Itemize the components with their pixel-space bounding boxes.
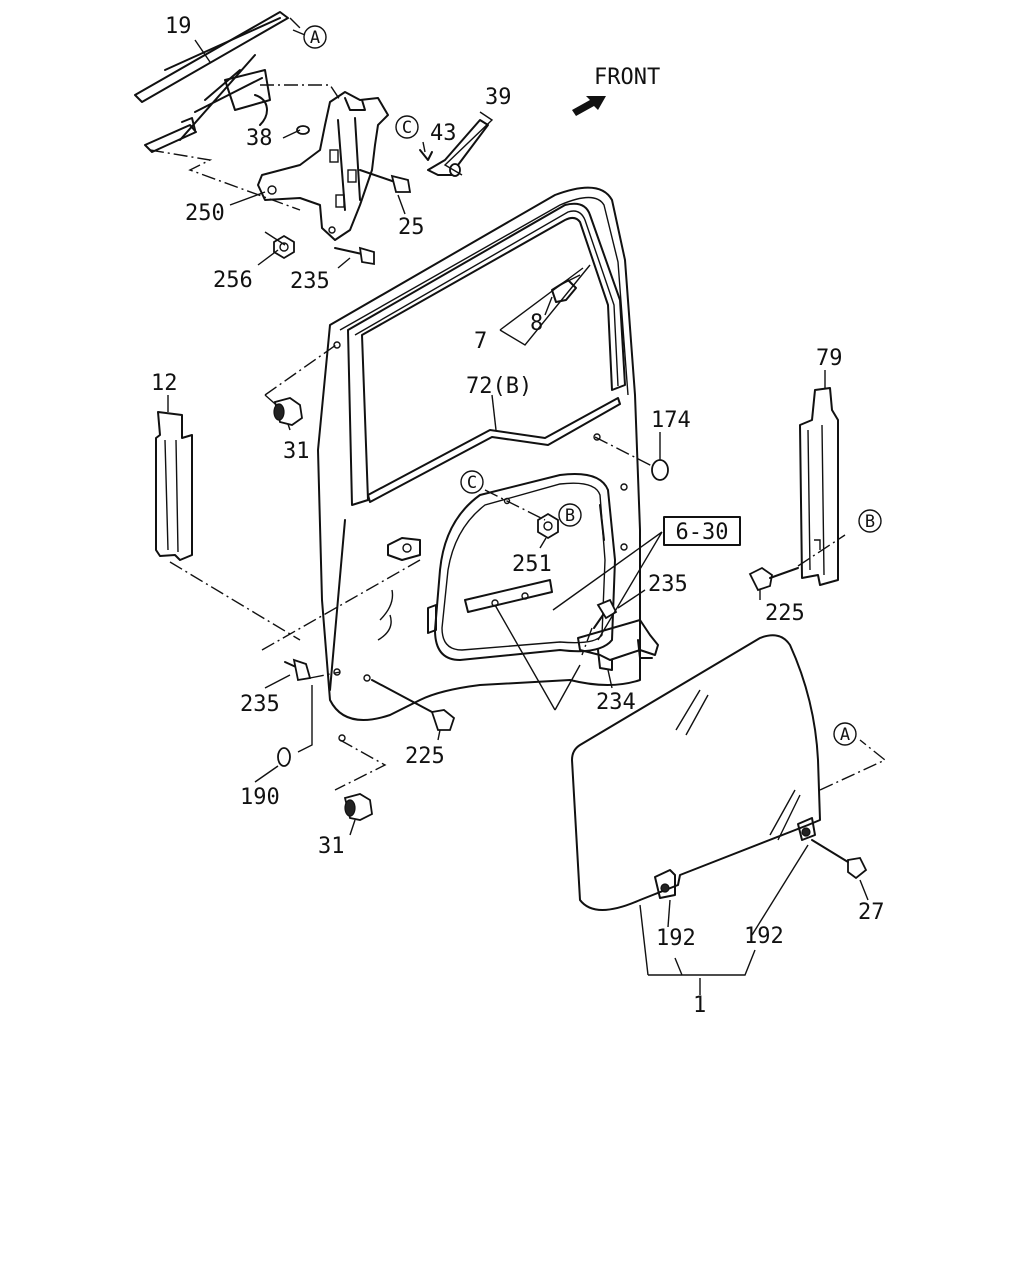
ref-circle-b-mid: B	[558, 503, 582, 527]
label-12: 12	[151, 371, 178, 396]
run-channel-12	[155, 411, 193, 561]
ref-circle-c-mid: C	[460, 470, 484, 494]
run-channel-79	[799, 387, 839, 586]
svg-text:C: C	[402, 118, 412, 138]
door-glass-1	[571, 634, 821, 911]
bolt-25	[359, 169, 412, 193]
label-79: 79	[816, 346, 843, 371]
label-190: 190	[240, 785, 280, 810]
svg-text:B: B	[865, 512, 875, 532]
label-174: 174	[651, 408, 691, 433]
label-251: 251	[512, 552, 552, 577]
label-31-upper: 31	[283, 439, 310, 464]
bracket-234	[577, 619, 659, 671]
bolt-235-lower	[284, 658, 312, 682]
label-256: 256	[213, 268, 253, 293]
label-7: 7	[474, 329, 487, 354]
bracket-250	[257, 91, 389, 241]
label-38: 38	[246, 126, 273, 151]
washer-38	[296, 125, 310, 135]
label-192-right: 192	[744, 924, 784, 949]
svg-text:C: C	[467, 473, 477, 493]
bolt-235-right	[593, 598, 618, 629]
window-regulator-19	[134, 11, 289, 153]
svg-text:B: B	[565, 506, 575, 526]
label-192-left: 192	[656, 926, 696, 951]
plug-174	[651, 459, 669, 481]
label-19: 19	[165, 14, 192, 39]
label-234: 234	[596, 690, 636, 715]
bolt-225-right	[748, 566, 799, 592]
label-72b: 72(B)	[466, 374, 532, 399]
label-235-lower: 235	[240, 692, 280, 717]
label-8: 8	[530, 311, 543, 336]
grommet-31-upper	[273, 397, 303, 426]
label-235-upper: 235	[290, 269, 330, 294]
label-39: 39	[485, 85, 512, 110]
svg-text:6-30: 6-30	[676, 520, 729, 545]
label-1: 1	[693, 993, 706, 1018]
label-250: 250	[185, 201, 225, 226]
door-panel	[317, 186, 641, 742]
grommet-31-lower	[343, 793, 373, 821]
label-225-lower: 225	[405, 744, 445, 769]
ref-circle-a-right: A	[833, 722, 857, 746]
label-225-right: 225	[765, 601, 805, 626]
label-43: 43	[430, 121, 457, 146]
front-arrow-icon	[572, 96, 606, 116]
label-25: 25	[398, 215, 425, 240]
bolt-225-lower	[371, 679, 456, 731]
front-label: FRONT	[594, 65, 660, 90]
nut-251	[537, 512, 559, 540]
bolt-27	[811, 839, 868, 880]
clip-190	[277, 747, 291, 767]
clip-43	[419, 149, 433, 161]
label-31-lower: 31	[318, 834, 345, 859]
svg-text:A: A	[840, 725, 850, 745]
label-27: 27	[858, 900, 885, 925]
ref-circle-c-top: C	[395, 115, 419, 139]
ref-circle-b-right: B	[858, 509, 882, 533]
label-235-right: 235	[648, 572, 688, 597]
ref-circle-a-top: A	[303, 25, 327, 49]
svg-text:A: A	[310, 28, 320, 48]
ref-box-6-30: 6-30	[663, 516, 741, 546]
bolt-235-upper	[334, 246, 375, 266]
